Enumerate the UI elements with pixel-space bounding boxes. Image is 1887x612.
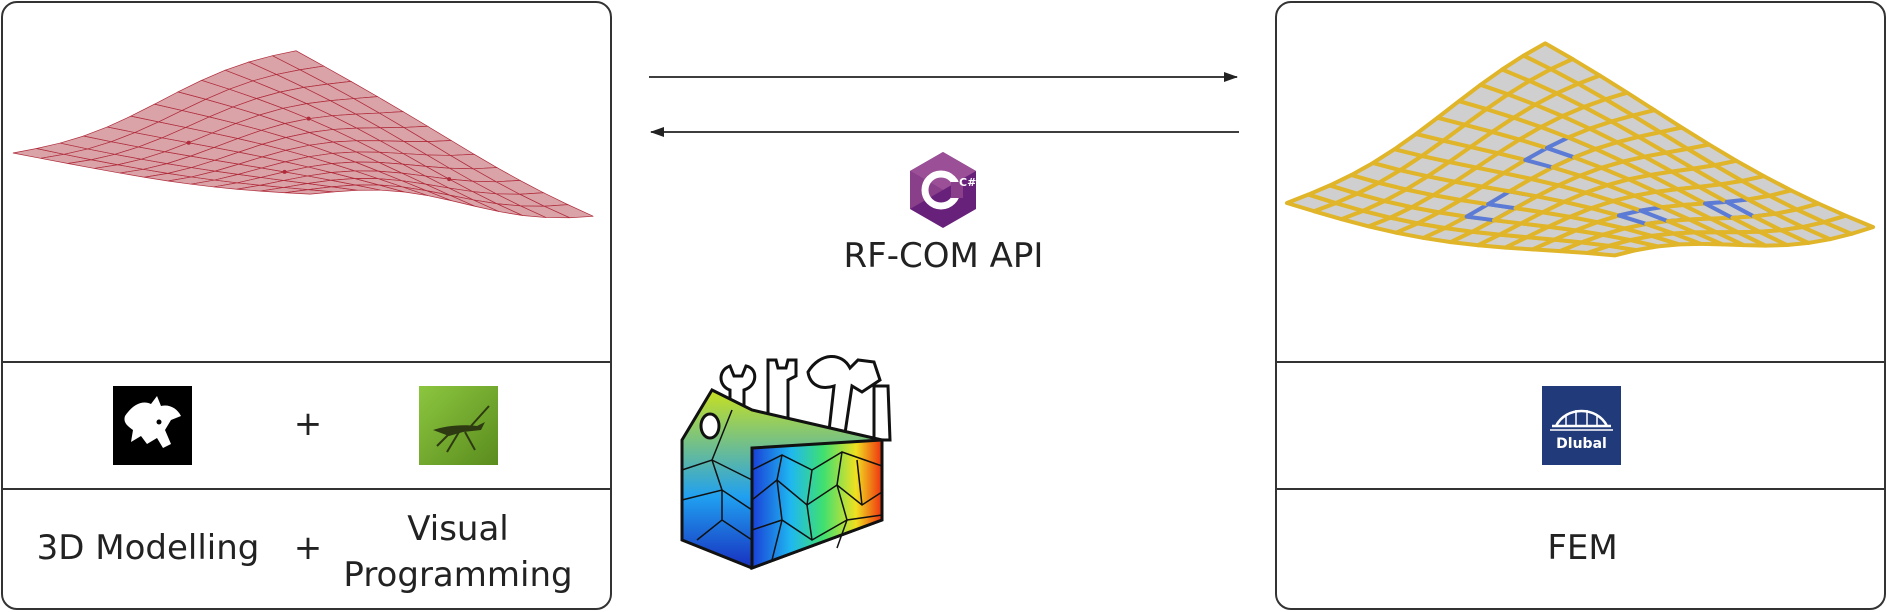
dlubal-logo-text: Dlubal [1556,436,1607,452]
control-point [186,140,191,145]
label-fem: FEM [1547,528,1618,568]
label-visual-programming: Visual Programming [333,506,583,598]
center-section: C# [612,0,1275,612]
fem-grid-structure [1284,41,1876,258]
fem-model-image [1277,3,1884,361]
control-point [306,116,311,121]
label-3d-modelling: 3D Modelling [36,528,260,568]
divider [3,488,610,490]
csharp-icon: C# [910,152,976,228]
surface-mesh [12,50,594,219]
rhino-icon [113,386,192,465]
dlubal-icon: Dlubal [1542,386,1621,465]
right-panel: Dlubal FEM [1275,1,1886,610]
grasshopper-icon [419,386,498,465]
csharp-logo-text: C# [959,176,976,189]
label-visual-line1: Visual [407,509,509,549]
surface-model-image [3,3,610,361]
left-panel: + 3D Modelling + Visual Programming [1,1,612,610]
plus-sign-top: + [293,404,323,444]
rf-com-api-label: RF-COM API [843,236,1044,276]
plus-sign-bottom: + [293,528,323,568]
grid-cell [1822,213,1876,236]
mesh-cell [544,204,594,219]
divider [1277,488,1884,490]
control-point [282,169,287,174]
toolbox-icon [680,355,892,571]
control-point [447,177,452,182]
divider [3,361,610,363]
label-visual-line2: Programming [343,555,573,595]
divider [1277,361,1884,363]
